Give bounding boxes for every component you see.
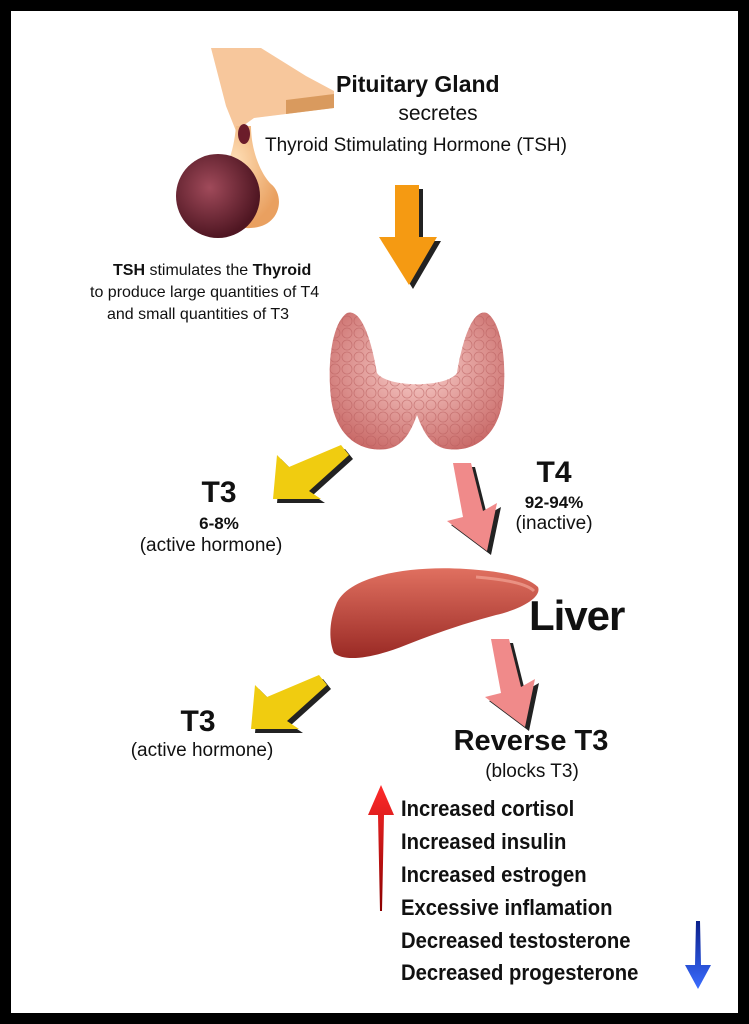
- liver-label: Liver: [529, 592, 625, 639]
- t3-second-label: T3: [180, 705, 216, 738]
- pituitary-title: Pituitary Gland: [336, 71, 500, 97]
- orange-arrow-icon: [379, 185, 441, 289]
- pituitary-gland-illustration: [176, 48, 334, 238]
- thyroid-caption-line3: and small quantities of T3: [107, 306, 290, 323]
- condition-item-2: Increased insulin: [401, 829, 567, 854]
- t4-note: (inactive): [515, 513, 593, 534]
- thyroid-illustration: [329, 312, 505, 450]
- stimulates-text: stimulates the: [145, 262, 253, 279]
- t3-first-percent: 6-8%: [199, 514, 239, 533]
- liver-illustration: [330, 568, 539, 659]
- t3-first-label: T3: [201, 476, 237, 509]
- reverse-t3-note: (blocks T3): [485, 761, 579, 782]
- condition-item-3: Increased estrogen: [401, 862, 587, 887]
- thyroid-bold: Thyroid: [252, 262, 312, 279]
- condition-item-6: Decreased progesterone: [401, 960, 639, 985]
- t4-percent: 92-94%: [524, 493, 584, 512]
- t3-first-note: (active hormone): [139, 535, 283, 556]
- thyroid-caption-line1: TSH stimulates the Thyroid: [113, 262, 311, 280]
- tsh-bold: TSH: [113, 262, 145, 279]
- red-up-arrow-icon: [368, 785, 394, 911]
- tsh-hormone-label: Thyroid Stimulating Hormone (TSH): [265, 135, 567, 156]
- blue-down-arrow-icon: [685, 921, 711, 989]
- pituitary-verb: secretes: [398, 102, 478, 125]
- condition-item-4: Excessive inflamation: [401, 895, 613, 920]
- thyroid-caption-line2: to produce large quantities of T4: [90, 284, 320, 301]
- condition-item-1: Increased cortisol: [401, 796, 575, 821]
- condition-item-5: Decreased testosterone: [401, 928, 631, 953]
- pink-arrow-icon-2: [485, 639, 539, 731]
- reverse-t3-label: Reverse T3: [453, 725, 609, 757]
- yellow-arrow-icon-1: [273, 445, 353, 503]
- diagram-panel: Pituitary Gland secretes Thyroid Stimula…: [11, 11, 738, 1013]
- t4-label: T4: [536, 456, 572, 489]
- t3-second-note: (active hormone): [130, 740, 274, 761]
- pink-arrow-icon-1: [447, 463, 501, 555]
- yellow-arrow-icon-2: [251, 675, 331, 733]
